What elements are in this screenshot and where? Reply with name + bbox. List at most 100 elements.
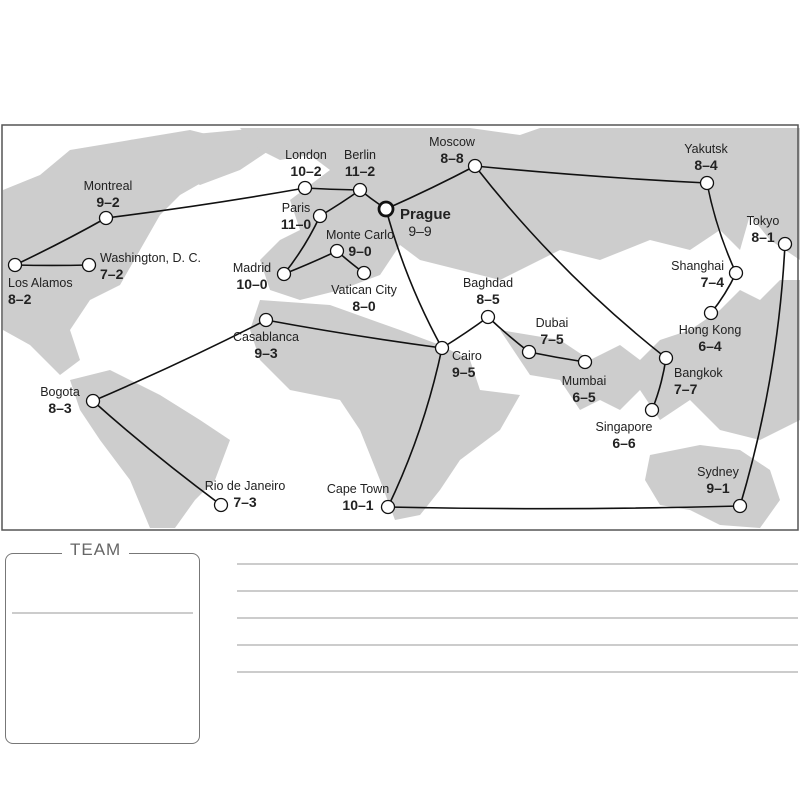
- city-name: Hong Kong: [679, 323, 742, 337]
- city-name: Cape Town: [327, 482, 389, 496]
- route-cairo-baghdad: [441, 316, 489, 349]
- city-node-icon[interactable]: [777, 236, 793, 252]
- city-node-icon[interactable]: [703, 305, 719, 321]
- city-score: 9–5: [452, 364, 476, 380]
- city-name: Paris: [282, 201, 310, 215]
- city-node-icon[interactable]: [81, 257, 97, 273]
- city-node-icon[interactable]: [467, 158, 483, 174]
- city-name: Baghdad: [463, 276, 513, 290]
- city-node-icon[interactable]: [732, 498, 748, 514]
- city-score: 6–4: [698, 338, 722, 354]
- city-node-icon[interactable]: [7, 257, 23, 273]
- city-name: Monte Carlo: [326, 228, 394, 242]
- route-moscow-bangkok: [474, 165, 667, 359]
- city-score: 9–9: [408, 223, 432, 239]
- city-score: 7–4: [701, 274, 725, 290]
- city-name: Mumbai: [562, 374, 606, 388]
- route-yakutsk-shanghai: [706, 182, 737, 274]
- team-label: TEAM: [62, 540, 130, 560]
- city-name: Bangkok: [674, 366, 723, 380]
- city-node-icon[interactable]: [297, 180, 313, 196]
- note-line: [237, 617, 798, 619]
- city-name: Yakutsk: [684, 142, 728, 156]
- city-name: Vatican City: [331, 283, 398, 297]
- city-score: 7–3: [233, 494, 257, 510]
- city-node-icon[interactable]: [577, 354, 593, 370]
- city-score: 11–2: [345, 163, 376, 179]
- route-moscow-yakutsk: [474, 165, 708, 184]
- city-name: Rio de Janeiro: [205, 479, 286, 493]
- city-node-icon[interactable]: [329, 243, 345, 259]
- city-name: Los Alamos: [8, 276, 73, 290]
- city-name: Cairo: [452, 349, 482, 363]
- city-node-icon[interactable]: [380, 499, 396, 515]
- city-score: 8–0: [352, 298, 376, 314]
- city-name: Berlin: [344, 148, 376, 162]
- city-score: 11–0: [281, 216, 312, 232]
- city-node-icon[interactable]: [728, 265, 744, 281]
- route-los-alamos-montreal: [14, 217, 107, 266]
- city-node-icon[interactable]: [434, 340, 450, 356]
- city-node-icon[interactable]: [658, 350, 674, 366]
- city-score: 10–2: [290, 163, 321, 179]
- city-score: 7–2: [100, 266, 124, 282]
- city-name: London: [285, 148, 327, 162]
- note-line: [237, 590, 798, 592]
- route-bogota-rio-de-janeiro: [92, 400, 222, 506]
- note-line: [237, 563, 798, 565]
- team-box: [5, 553, 200, 744]
- city-node-icon[interactable]: [521, 344, 537, 360]
- city-node-icon[interactable]: [85, 393, 101, 409]
- city-node-icon[interactable]: [377, 200, 395, 218]
- city-washington[interactable]: Washington, D. C.7–2: [81, 251, 201, 282]
- note-line: [237, 671, 798, 673]
- route-cape-town-cairo: [387, 347, 443, 508]
- map-border: [1, 124, 799, 531]
- city-node-icon[interactable]: [98, 210, 114, 226]
- city-node-icon[interactable]: [276, 266, 292, 282]
- city-name: Casablanca: [233, 330, 299, 344]
- city-node-icon[interactable]: [258, 312, 274, 328]
- city-node-icon[interactable]: [312, 208, 328, 224]
- city-node-icon[interactable]: [699, 175, 715, 191]
- city-node-icon[interactable]: [644, 402, 660, 418]
- route-prague-cairo: [385, 208, 443, 349]
- land-masses: [3, 128, 800, 528]
- route-montreal-london: [105, 187, 306, 219]
- city-node-icon[interactable]: [352, 182, 368, 198]
- city-node-icon[interactable]: [480, 309, 496, 325]
- city-node-icon[interactable]: [356, 265, 372, 281]
- city-score: 8–2: [8, 291, 32, 307]
- city-node-icon[interactable]: [213, 497, 229, 513]
- city-score: 7–7: [674, 381, 698, 397]
- route-tokyo-sydney: [739, 243, 786, 507]
- city-name: Shanghai: [671, 259, 724, 273]
